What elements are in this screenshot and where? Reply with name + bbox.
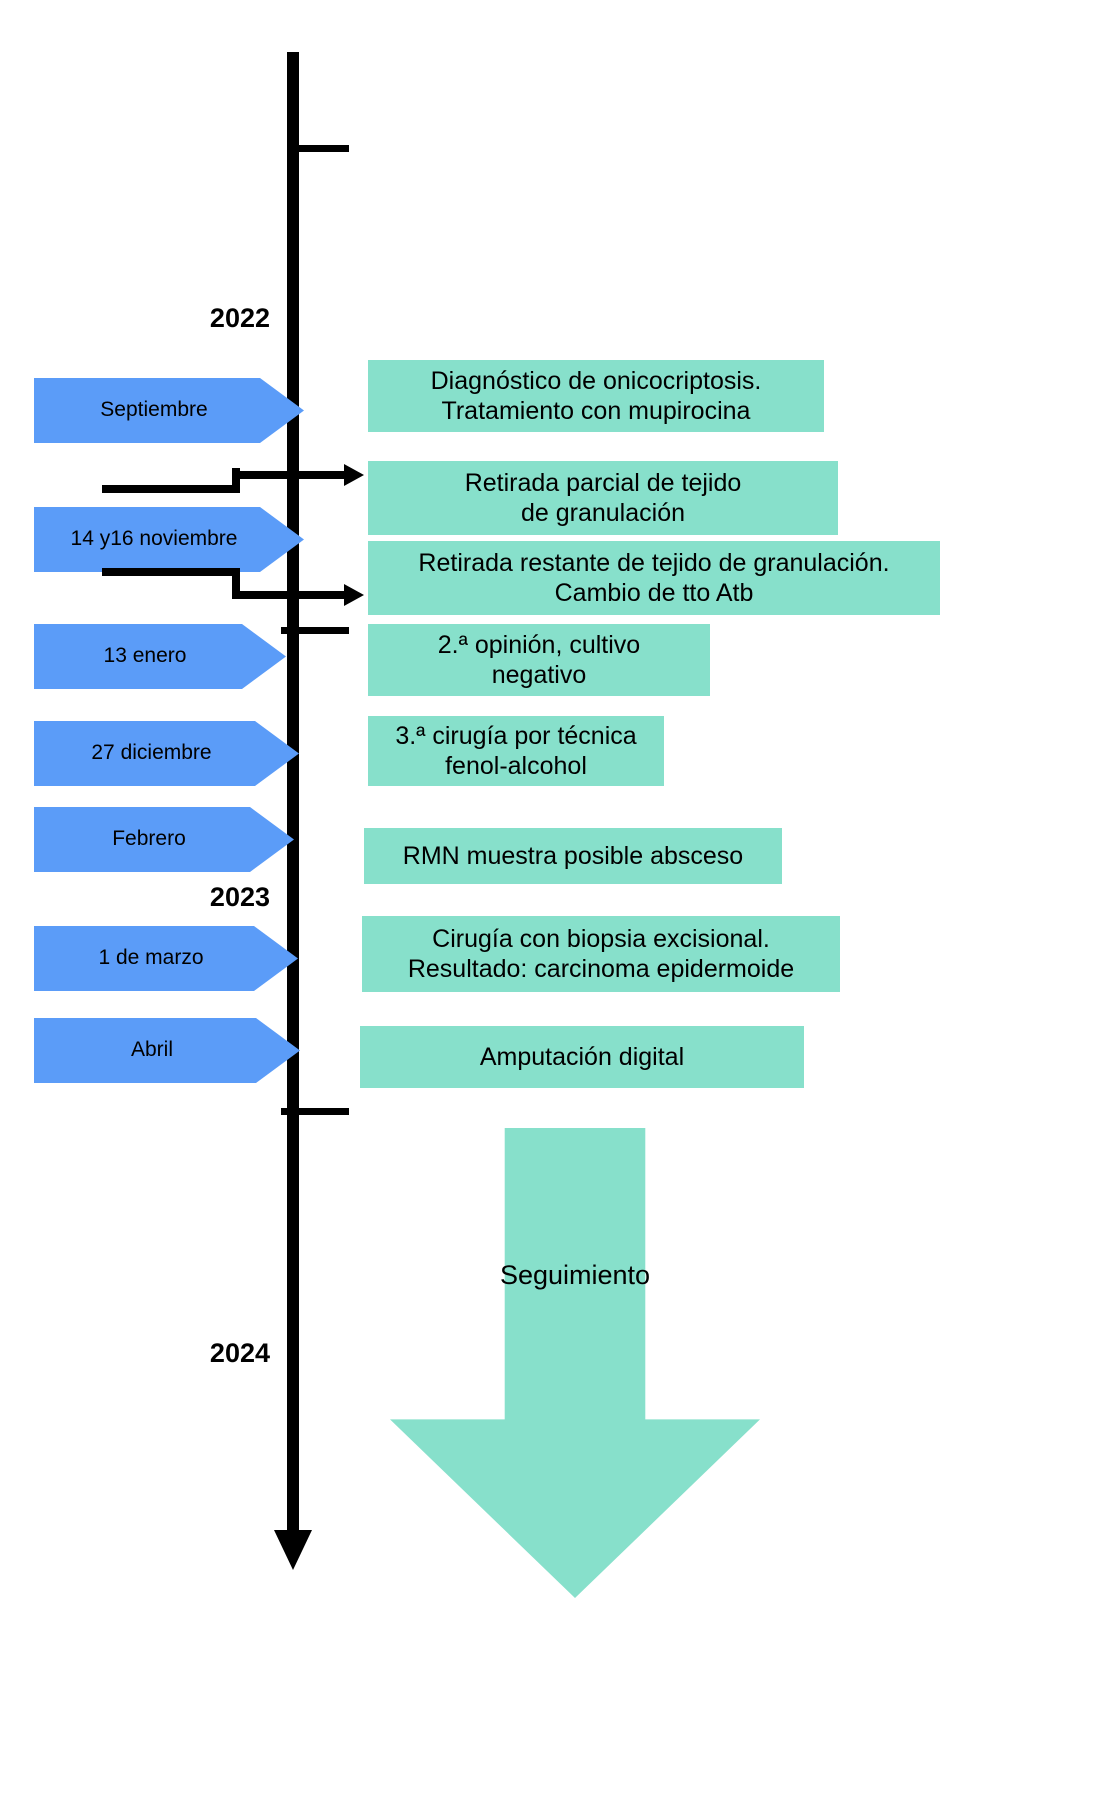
event-box-text: 3.ª cirugía por técnica fenol-alcohol bbox=[395, 721, 637, 781]
date-arrow-label: 13 enero bbox=[103, 644, 187, 668]
event-box-text: Cirugía con biopsia excisional. Resultad… bbox=[407, 924, 795, 984]
event-box-retirada-parcial[interactable]: Retirada parcial de tejido de granulació… bbox=[368, 461, 838, 535]
date-arrow-septiembre[interactable]: Septiembre bbox=[34, 378, 304, 443]
date-arrow-enero[interactable]: 13 enero bbox=[34, 624, 286, 689]
year-label-2022: 2022 bbox=[209, 303, 270, 333]
timeline-arrowhead bbox=[274, 1530, 312, 1570]
date-arrow-label: 14 y16 noviembre bbox=[70, 527, 238, 551]
event-box-segunda-opinion[interactable]: 2.ª opinión, cultivo negativo bbox=[368, 624, 710, 696]
event-box-text: 2.ª opinión, cultivo negativo bbox=[437, 630, 641, 690]
date-arrow-label: Septiembre bbox=[100, 398, 208, 422]
connector-noviembre-2-arrowhead bbox=[344, 584, 364, 606]
connector-noviembre-1-horizontal-upper bbox=[232, 471, 346, 479]
timeline-tick-top bbox=[287, 145, 349, 152]
followup-arrow[interactable] bbox=[390, 1128, 760, 1598]
event-box-rmn[interactable]: RMN muestra posible absceso bbox=[364, 828, 782, 884]
event-box-amputacion[interactable]: Amputación digital bbox=[360, 1026, 804, 1088]
connector-noviembre-1-vertical bbox=[232, 468, 240, 493]
timeline-axis bbox=[287, 52, 299, 1542]
timeline-tick-bottom bbox=[281, 1108, 349, 1115]
date-arrow-label: 1 de marzo bbox=[98, 946, 204, 970]
connector-noviembre-1-horizontal-lower bbox=[102, 485, 240, 493]
date-arrow-label: 27 diciembre bbox=[91, 741, 212, 765]
date-arrow-label: Febrero bbox=[112, 827, 186, 851]
connector-noviembre-1-arrowhead bbox=[344, 464, 364, 486]
event-box-retirada-restante[interactable]: Retirada restante de tejido de granulaci… bbox=[368, 541, 940, 615]
event-box-text: Retirada parcial de tejido de granulació… bbox=[464, 468, 742, 528]
date-arrow-noviembre[interactable]: 14 y16 noviembre bbox=[34, 507, 304, 572]
event-box-text: Diagnóstico de onicocriptosis. Tratamien… bbox=[430, 366, 762, 426]
connector-noviembre-2-vertical bbox=[232, 568, 240, 597]
date-arrow-diciembre[interactable]: 27 diciembre bbox=[34, 721, 299, 786]
connector-noviembre-2-horizontal-lower bbox=[232, 591, 346, 599]
event-box-cirugia-biopsia[interactable]: Cirugía con biopsia excisional. Resultad… bbox=[362, 916, 840, 992]
date-arrow-marzo[interactable]: 1 de marzo bbox=[34, 926, 298, 991]
event-box-diagnostico[interactable]: Diagnóstico de onicocriptosis. Tratamien… bbox=[368, 360, 824, 432]
timeline-tick-enero bbox=[281, 627, 349, 634]
event-box-tercera-cirugia[interactable]: 3.ª cirugía por técnica fenol-alcohol bbox=[368, 716, 664, 786]
event-box-text: Amputación digital bbox=[479, 1042, 685, 1071]
followup-arrow-label: Seguimiento bbox=[499, 1260, 651, 1290]
date-arrow-label: Abril bbox=[130, 1038, 173, 1062]
event-box-text: Retirada restante de tejido de granulaci… bbox=[418, 548, 890, 608]
year-label-2023: 2023 bbox=[209, 882, 270, 912]
event-box-text: RMN muestra posible absceso bbox=[402, 841, 744, 870]
date-arrow-abril[interactable]: Abril bbox=[34, 1018, 300, 1083]
year-label-2024: 2024 bbox=[209, 1338, 270, 1368]
connector-noviembre-2-horizontal-upper bbox=[102, 568, 240, 576]
date-arrow-febrero[interactable]: Febrero bbox=[34, 807, 294, 872]
